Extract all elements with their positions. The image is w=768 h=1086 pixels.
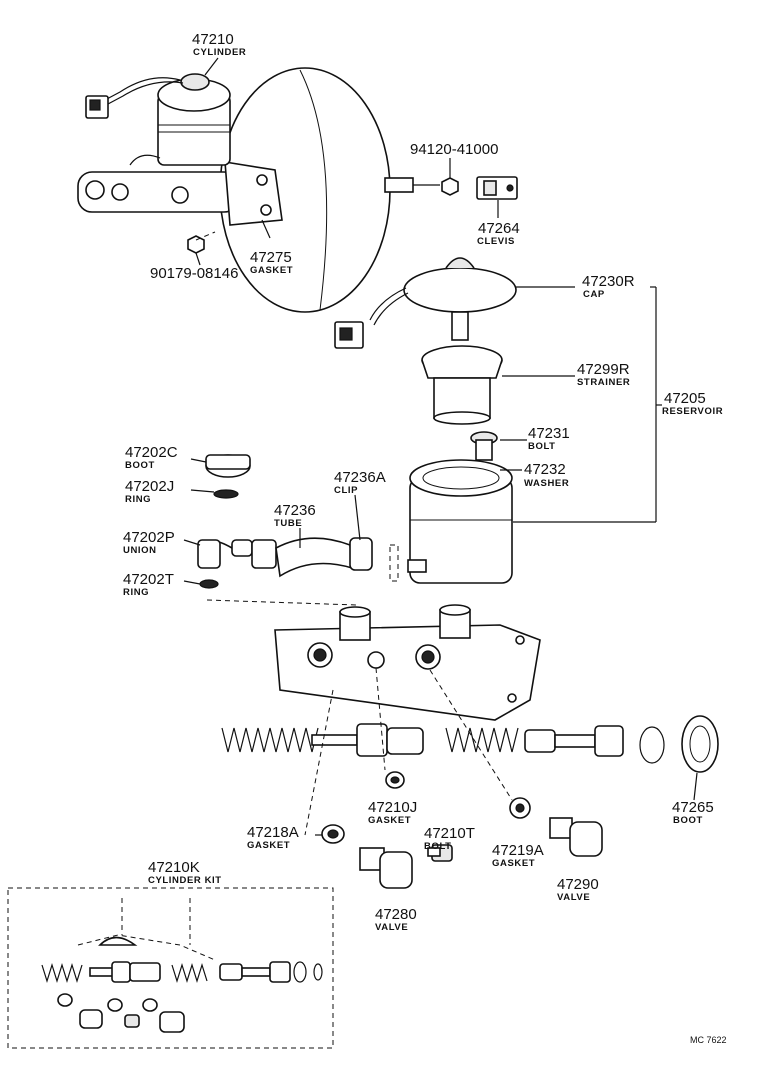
label-47299R: 47299R STRAINER [577, 361, 630, 388]
part-number: 47210T [424, 825, 475, 842]
part-name: CAP [583, 289, 605, 300]
label-47230R: 47230R CAP [582, 273, 635, 300]
part-number: 94120-41000 [410, 141, 498, 158]
brake-booster-illustration [219, 67, 440, 313]
label-47264: 47264 CLEVIS [477, 220, 520, 247]
label-47202C: 47202C BOOT [125, 444, 178, 471]
part-name: VALVE [557, 892, 590, 903]
nut-and-clevis-illustration [441, 176, 518, 200]
part-number: 90179-08146 [150, 265, 238, 282]
part-name: UNION [123, 545, 157, 556]
master-cylinder-body-illustration [206, 599, 541, 721]
label-94120-41000: 94120-41000 [410, 141, 498, 158]
part-number: 47231 [528, 425, 570, 442]
part-name: STRAINER [577, 377, 630, 388]
part-number: 47299R [577, 361, 630, 378]
part-name: RESERVOIR [662, 406, 723, 417]
part-name: BOOT [673, 815, 703, 826]
label-47236A: 47236A CLIP [334, 469, 386, 496]
part-number: 47236A [334, 469, 386, 486]
label-47210: 47210 CYLINDER [192, 31, 246, 58]
label-47231: 47231 BOLT [528, 425, 570, 452]
part-name: BOOT [125, 460, 155, 471]
part-name: GASKET [247, 840, 290, 851]
strainer-illustration [421, 345, 503, 425]
part-number: 47265 [672, 799, 714, 816]
reservoir-cap-illustration [334, 257, 517, 349]
part-number: 47280 [375, 906, 417, 923]
cylinder-kit-box [7, 887, 334, 1049]
label-47210J: 47210J GASKET [368, 799, 417, 826]
part-number: 47275 [250, 249, 292, 266]
part-number: 47202P [123, 529, 175, 546]
part-name: BOLT [528, 441, 556, 452]
part-number: 47218A [247, 824, 299, 841]
part-name: VALVE [375, 922, 408, 933]
label-47210K: 47210K CYLINDER KIT [148, 859, 222, 886]
diagram-code: MC 7622 [690, 1035, 727, 1045]
master-cylinder-top-illustration [77, 73, 283, 254]
label-47236: 47236 TUBE [274, 502, 316, 529]
label-47202P: 47202P UNION [123, 529, 175, 556]
part-name: RING [123, 587, 149, 598]
part-number: 47210K [148, 859, 200, 876]
part-number: 47210 [192, 31, 234, 48]
label-47202J: 47202J RING [125, 478, 174, 505]
reservoir-body-illustration [407, 459, 513, 584]
part-number: 47236 [274, 502, 316, 519]
label-47265: 47265 BOOT [672, 799, 714, 826]
label-90179-08146: 90179-08146 [150, 265, 238, 282]
part-name: GASKET [492, 858, 535, 869]
part-number: 47264 [478, 220, 520, 237]
reservoir-bracket [513, 286, 662, 523]
part-name: GASKET [250, 265, 293, 276]
union-tube-illustration [197, 454, 399, 589]
label-47290: 47290 VALVE [557, 876, 599, 903]
part-number: 47230R [582, 273, 635, 290]
label-47280: 47280 VALVE [375, 906, 417, 933]
label-47232: 47232 WASHER [524, 461, 569, 489]
leader-lines [183, 57, 698, 836]
part-name: RING [125, 494, 151, 505]
part-number: 47202C [125, 444, 178, 461]
internal-parts-illustration [221, 667, 719, 889]
label-47219A: 47219A GASKET [492, 842, 544, 869]
label-47275: 47275 GASKET [250, 249, 293, 276]
label-47205: 47205 RESERVOIR [662, 390, 723, 417]
part-name: CLEVIS [477, 236, 515, 247]
part-number: 47202T [123, 571, 174, 588]
part-name: CYLINDER KIT [148, 875, 222, 886]
part-name: TUBE [274, 518, 302, 529]
part-name: CLIP [334, 485, 358, 496]
label-47210T: 47210T BOLT [424, 825, 475, 852]
part-number: 47202J [125, 478, 174, 495]
part-name: WASHER [524, 478, 569, 489]
part-number: 47219A [492, 842, 544, 859]
part-number: 47290 [557, 876, 599, 893]
part-number: 47232 [524, 461, 566, 478]
part-number: 47205 [664, 390, 706, 407]
part-name: CYLINDER [193, 47, 246, 58]
label-47218A: 47218A GASKET [247, 824, 299, 851]
label-47202T: 47202T RING [123, 571, 174, 598]
part-name: GASKET [368, 815, 411, 826]
part-name: BOLT [424, 841, 452, 852]
part-number: 47210J [368, 799, 417, 816]
